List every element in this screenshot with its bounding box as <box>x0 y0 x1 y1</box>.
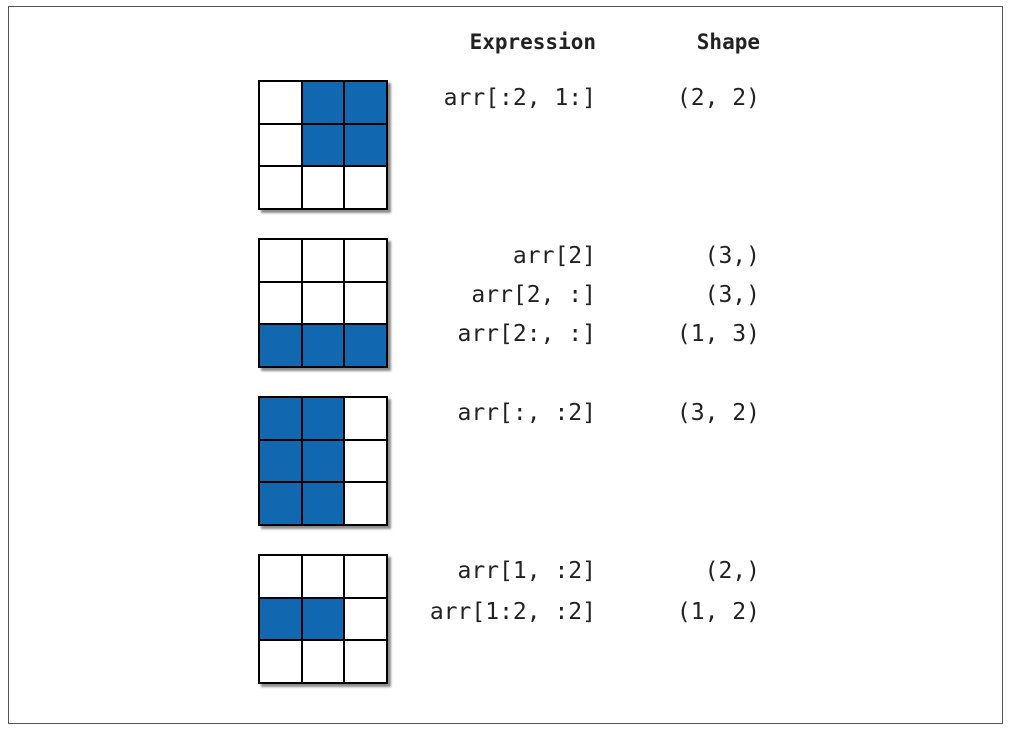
shape-4-1: (2,) <box>704 558 760 584</box>
shape-column-header: Shape <box>696 30 760 54</box>
figure-frame <box>8 6 1003 724</box>
selected-cell <box>301 397 345 440</box>
selected-cell <box>301 81 345 124</box>
expression-4-2: arr[1:2, :2] <box>429 599 596 625</box>
shape-1-1: (2, 2) <box>676 85 760 111</box>
unselected-cell <box>259 239 302 282</box>
unselected-cell <box>344 281 387 325</box>
unselected-cell <box>259 166 302 209</box>
unselected-cell <box>259 81 302 124</box>
unselected-cell <box>344 640 387 683</box>
unselected-cell <box>301 166 345 209</box>
expression-column-header: Expression <box>469 30 596 54</box>
array-grid-3 <box>258 396 388 526</box>
unselected-cell <box>344 397 387 440</box>
unselected-cell <box>301 239 345 282</box>
expression-2-2: arr[2, :] <box>471 282 596 308</box>
shape-2-1: (3,) <box>704 243 760 269</box>
selected-cell <box>344 123 387 167</box>
shape-4-2: (1, 2) <box>676 599 760 625</box>
selected-cell <box>301 324 345 367</box>
unselected-cell <box>344 439 387 483</box>
selected-cell <box>301 123 345 167</box>
selected-cell <box>301 597 345 641</box>
selected-cell <box>259 597 302 641</box>
shape-3-1: (3, 2) <box>676 400 760 426</box>
unselected-cell <box>259 281 302 325</box>
expression-3-1: arr[:, :2] <box>457 400 596 426</box>
shape-2-2: (3,) <box>704 282 760 308</box>
selected-cell <box>344 324 387 367</box>
selected-cell <box>301 482 345 525</box>
array-grid-4 <box>258 554 388 684</box>
selected-cell <box>259 482 302 525</box>
expression-2-1: arr[2] <box>512 243 596 269</box>
expression-2-3: arr[2:, :] <box>457 321 596 347</box>
selected-cell <box>301 439 345 483</box>
expression-1-1: arr[:2, 1:] <box>443 85 596 111</box>
unselected-cell <box>344 482 387 525</box>
unselected-cell <box>301 281 345 325</box>
unselected-cell <box>301 555 345 598</box>
unselected-cell <box>301 640 345 683</box>
expression-4-1: arr[1, :2] <box>457 558 596 584</box>
unselected-cell <box>344 597 387 641</box>
unselected-cell <box>259 640 302 683</box>
shape-2-3: (1, 3) <box>676 321 760 347</box>
selected-cell <box>344 81 387 124</box>
unselected-cell <box>344 555 387 598</box>
array-grid-1 <box>258 80 388 210</box>
unselected-cell <box>259 123 302 167</box>
selected-cell <box>259 397 302 440</box>
unselected-cell <box>344 166 387 209</box>
unselected-cell <box>259 555 302 598</box>
selected-cell <box>259 439 302 483</box>
selected-cell <box>259 324 302 367</box>
unselected-cell <box>344 239 387 282</box>
array-grid-2 <box>258 238 388 368</box>
